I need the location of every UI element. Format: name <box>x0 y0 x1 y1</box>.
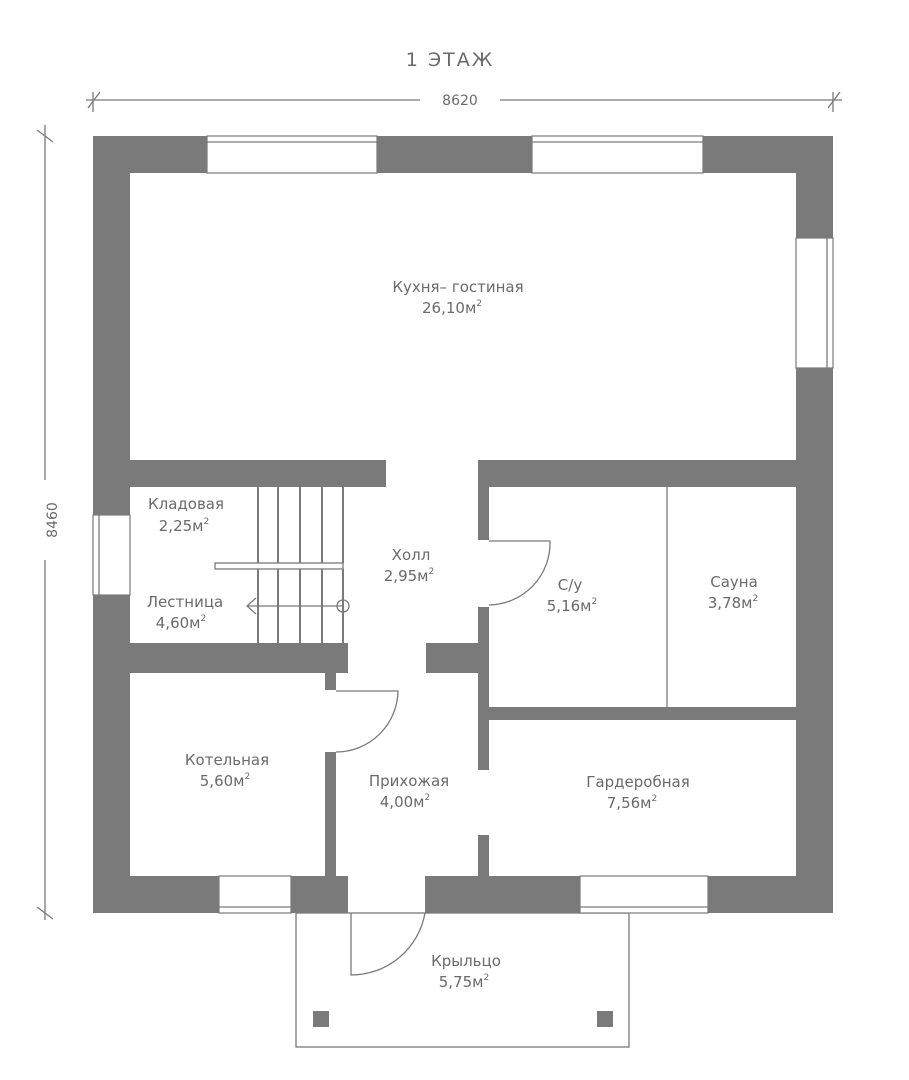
porch-post <box>597 1011 613 1027</box>
room-porch: Крыльцо 5,75м2 <box>431 952 501 991</box>
room-name: Прихожая <box>369 772 449 790</box>
room-area: 5,75м2 <box>439 973 489 991</box>
room-stairs: Лестница 4,60м2 <box>147 593 223 632</box>
room-area: 7,56м2 <box>607 794 657 812</box>
room-boiler: Котельная 5,60м2 <box>185 751 269 790</box>
room-area: 2,25м2 <box>159 517 209 535</box>
room-area: 4,60м2 <box>156 614 206 632</box>
staircase <box>214 487 350 643</box>
room-sauna: Сауна 3,78м2 <box>708 573 758 612</box>
room-name: Крыльцо <box>431 952 501 970</box>
stair-start-icon <box>336 599 350 613</box>
room-hall: Холл 2,95м2 <box>384 546 434 585</box>
bathroom-door <box>488 540 551 606</box>
room-name: Кухня– гостиная <box>392 278 523 296</box>
doors <box>335 540 551 976</box>
room-name: Сауна <box>710 573 758 591</box>
room-wardrobe: Гардеробная 7,56м2 <box>586 773 689 812</box>
room-storage: Кладовая 2,25м2 <box>148 495 224 535</box>
width-label: 8620 <box>442 93 478 109</box>
height-label: 8460 <box>45 502 61 538</box>
room-area: 3,78м2 <box>708 594 758 612</box>
interior-walls <box>130 460 796 876</box>
entrance-door <box>350 912 426 976</box>
room-entryway: Прихожая 4,00м2 <box>369 772 449 811</box>
width-dimension: 8620 <box>86 91 842 112</box>
room-area: 26,10м2 <box>422 299 482 317</box>
height-dimension: 8460 <box>36 125 61 920</box>
room-area: 4,00м2 <box>380 793 430 811</box>
boiler-room-door <box>335 690 399 753</box>
room-name: Холл <box>392 546 431 564</box>
plan-title: 1 ЭТАЖ <box>406 49 494 71</box>
room-bathroom: С/у 5,16м2 <box>547 576 597 615</box>
room-name: С/у <box>558 576 583 594</box>
room-area: 5,16м2 <box>547 597 597 615</box>
porch-post <box>313 1011 329 1027</box>
room-name: Котельная <box>185 751 269 769</box>
room-name: Гардеробная <box>586 773 689 791</box>
room-labels: Кухня– гостиная 26,10м2 Кладовая 2,25м2 … <box>147 278 758 991</box>
room-name: Кладовая <box>148 495 224 513</box>
windows <box>92 135 834 914</box>
room-kitchen-living: Кухня– гостиная 26,10м2 <box>392 278 523 317</box>
stair-arrow-icon <box>246 597 257 615</box>
room-area: 5,60м2 <box>200 772 250 790</box>
room-area: 2,95м2 <box>384 567 434 585</box>
room-name: Лестница <box>147 593 223 611</box>
